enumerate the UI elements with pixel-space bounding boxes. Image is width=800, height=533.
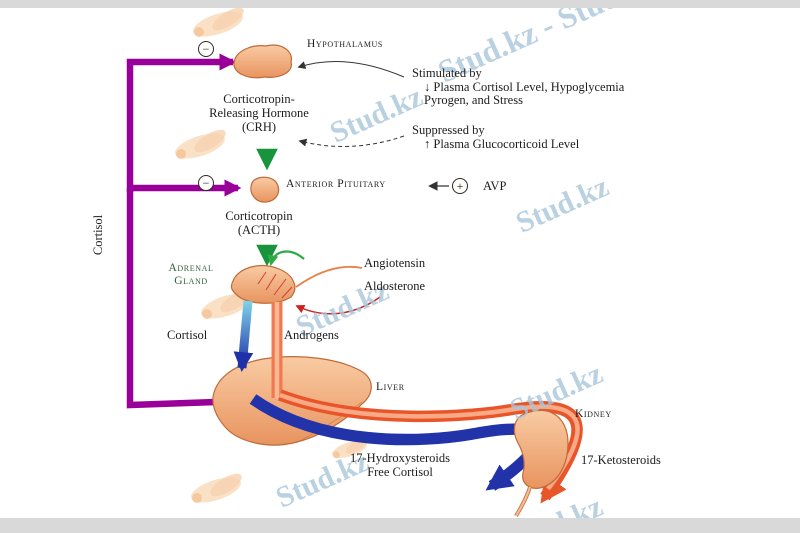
ketosteroid-excretion-highlight: [279, 392, 580, 491]
crh-label: Corticotropin- Releasing Hormone (CRH): [196, 92, 322, 134]
hydroxysteroids-label: 17-Hydroxysteroids Free Cortisol: [326, 451, 474, 479]
cortisol-secretion-label: Cortisol: [167, 328, 208, 342]
feedback-arrow-hypothalamus: [126, 53, 237, 192]
liver-lobe-line: [295, 401, 363, 444]
anterior-pituitary-shape: [250, 176, 280, 203]
stimulated-by-line1: ↓ Plasma Cortisol Level, Hypoglycemia: [424, 80, 625, 94]
plus-icon: +: [452, 178, 468, 194]
bottom-gray-strip: [0, 518, 800, 533]
adrenal-medulla-hatching: [257, 271, 293, 299]
suppressed-pointer-arrow: [298, 135, 405, 147]
crh-line3: (CRH): [241, 120, 277, 134]
angiotensin-label: Angiotensin: [364, 256, 426, 270]
stimulated-by-line2: Pyrogen, and Stress: [424, 93, 523, 107]
stimulated-by-title: Stimulated by: [412, 66, 482, 80]
crh-line2: Releasing Hormone: [209, 106, 309, 120]
acth-line2: (ACTH): [237, 223, 281, 237]
adrenal-line2: Gland: [174, 274, 208, 287]
ureter-highlight: [515, 486, 531, 517]
kidney-shape: [513, 409, 569, 489]
minus-icon: −: [198, 41, 214, 57]
cortisol-feedback-label: Cortisol: [91, 214, 106, 256]
adrenal-line1: Adrenal: [168, 262, 214, 274]
minus-icon: −: [198, 175, 214, 191]
plus-sign-text: +: [456, 179, 464, 193]
angiotensin-curve: [295, 265, 363, 288]
adrenal-gland-shape: [230, 265, 296, 304]
cortisol-to-liver-arrow: [233, 300, 254, 372]
androgens-label: Androgens: [284, 328, 339, 342]
acth-label: Corticotropin (ACTH): [200, 209, 318, 237]
minus-sign-text: −: [202, 176, 210, 190]
stimulated-pointer-arrow: [297, 60, 405, 78]
adrenal-gland-label: Adrenal Gland: [158, 262, 224, 288]
hypothalamus-label: Hypothalamus: [307, 38, 383, 50]
acth-to-adrenal-arc: [267, 250, 305, 267]
free-cortisol-line: Free Cortisol: [367, 465, 433, 479]
top-gray-strip: [0, 0, 800, 8]
crh-line1: Corticotropin-: [223, 92, 295, 106]
suppressed-by-line1: ↑ Plasma Glucocorticoid Level: [424, 137, 580, 151]
feedback-line-from-liver: [126, 188, 217, 409]
anterior-pituitary-label: Anterior Pituitary: [286, 178, 386, 190]
suppressed-by-title: Suppressed by: [412, 123, 485, 137]
aldosterone-label: Aldosterone: [364, 279, 426, 293]
aldosterone-arrow: [295, 296, 381, 315]
cortisol-feedback-loop: [126, 53, 242, 409]
minus-sign-text: −: [202, 42, 210, 56]
acth-line1: Corticotropin: [225, 209, 293, 223]
hydroxysteroids-line: 17-Hydroxysteroids: [350, 451, 450, 465]
hypothalamus-shape: [233, 44, 293, 79]
kidney-label: Kidney: [575, 408, 612, 420]
avp-label: AVP: [483, 179, 507, 193]
liver-label: Liver: [376, 381, 405, 393]
ketosteroids-label: 17-Ketosteroids: [581, 453, 661, 467]
